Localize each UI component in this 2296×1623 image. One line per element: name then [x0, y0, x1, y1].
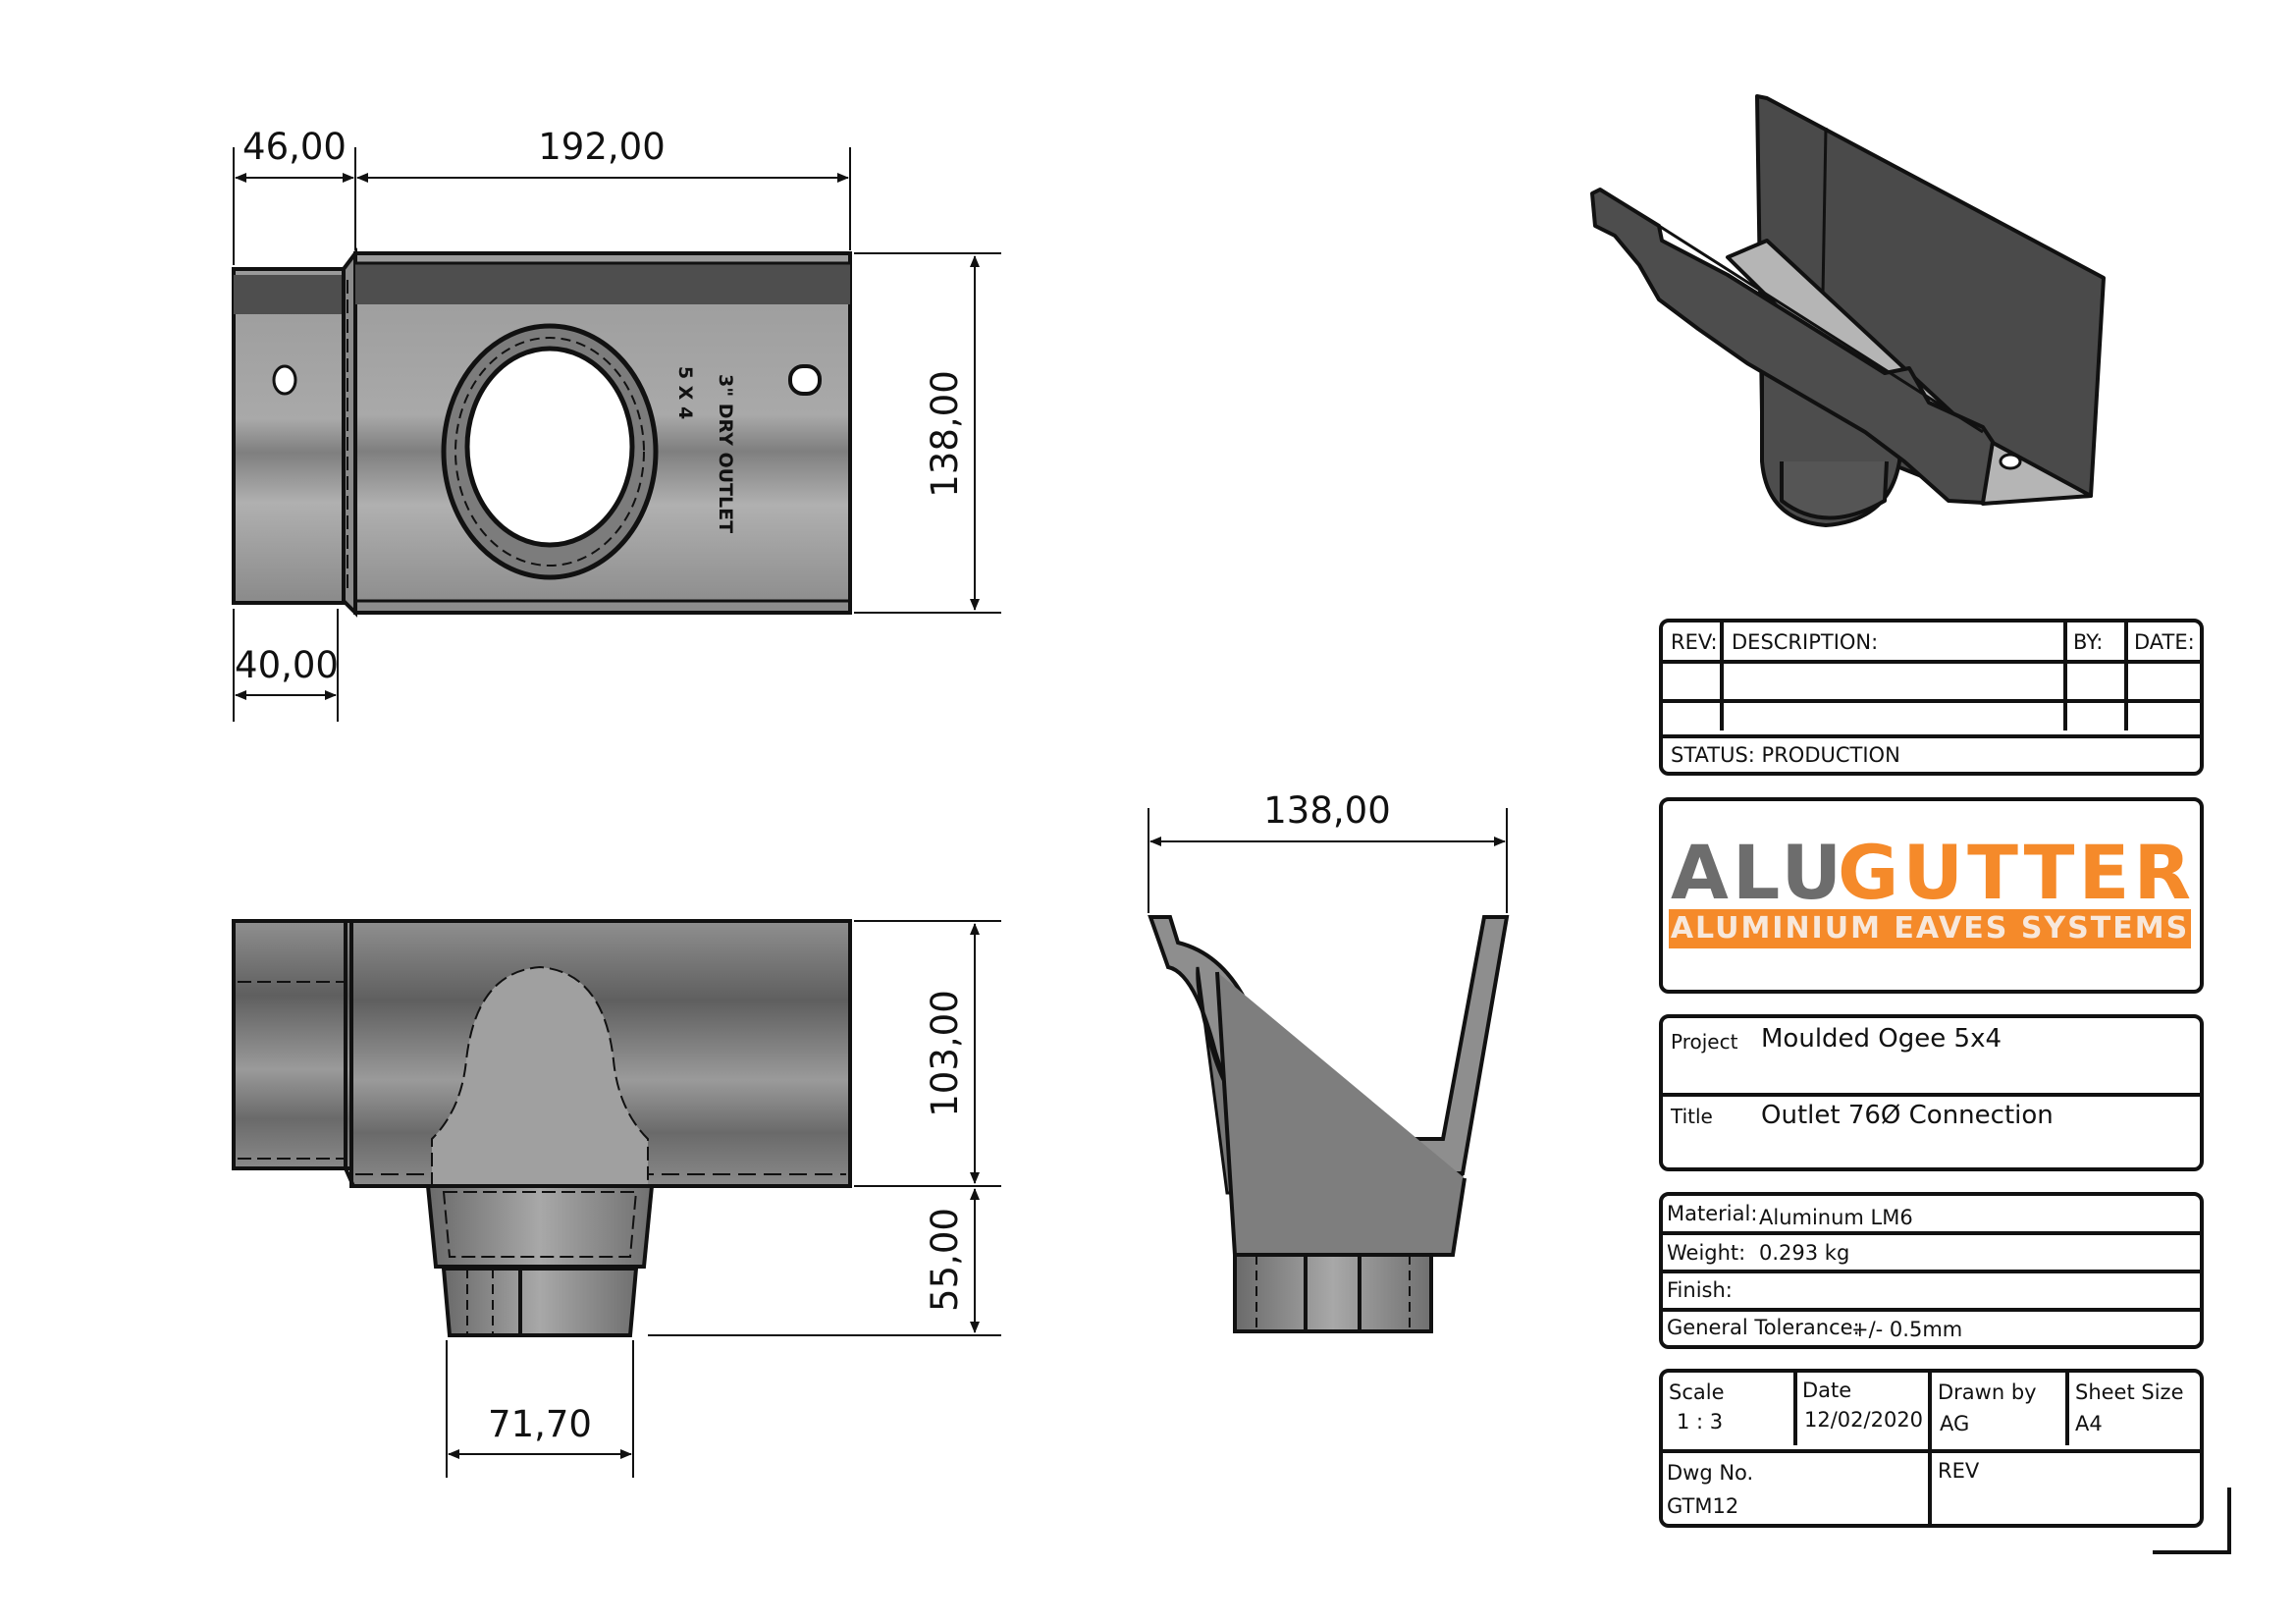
dim-71-70: 71,70 — [488, 1403, 592, 1445]
weight-label: Weight: — [1667, 1241, 1746, 1265]
embossed-text-size: 5 X 4 — [674, 366, 696, 419]
dim-192: 192,00 — [538, 126, 665, 168]
dwg-no-value: GTM12 — [1667, 1494, 1739, 1518]
date-header: DATE: — [2134, 630, 2195, 654]
outlet-hole — [464, 346, 635, 548]
top-view: 3" DRY OUTLET 5 X 4 46,00 192,00 138,00 … — [232, 126, 1001, 722]
sheet-size-label: Sheet Size — [2075, 1380, 2184, 1404]
status-text: STATUS: PRODUCTION — [1671, 743, 1900, 767]
sheet-size-value: A4 — [2075, 1412, 2103, 1435]
title-value: Outlet 76Ø Connection — [1761, 1101, 2054, 1130]
logo-gutter: GUTTER — [1838, 829, 2195, 916]
sheet-corner-mark — [2153, 1488, 2231, 1554]
project-block: Project Moulded Ogee 5x4 Title Outlet 76… — [1659, 1014, 2204, 1171]
material-block: Material: Aluminum LM6 Weight: 0.293 kg … — [1659, 1192, 2204, 1349]
drawn-by-value: AG — [1940, 1412, 1970, 1435]
date-value: 12/02/2020 — [1804, 1408, 1924, 1432]
tolerance-value: +/- 0.5mm — [1851, 1318, 1963, 1341]
isometric-view — [1590, 94, 2106, 527]
date-label: Date — [1802, 1379, 1852, 1402]
drawn-by-label: Drawn by — [1938, 1380, 2037, 1404]
scale-label: Scale — [1669, 1380, 1725, 1404]
title-label: Title — [1671, 1105, 1713, 1128]
finish-label: Finish: — [1667, 1278, 1733, 1302]
material-label: Material: — [1667, 1202, 1758, 1225]
rev-header: REV: — [1671, 630, 1718, 654]
logo-tagline: ALUMINIUM EAVES SYSTEMS — [1669, 909, 2191, 948]
material-value: Aluminum LM6 — [1759, 1206, 1913, 1229]
side-view: 138,00 — [1148, 789, 1510, 1333]
dim-138-side: 138,00 — [1263, 789, 1390, 832]
description-header: DESCRIPTION: — [1732, 630, 1879, 654]
dim-103: 103,00 — [924, 990, 966, 1116]
dwg-no-label: Dwg No. — [1667, 1461, 1754, 1485]
weight-value: 0.293 kg — [1759, 1241, 1850, 1265]
embossed-text-outlet: 3" DRY OUTLET — [715, 374, 736, 533]
front-view: 103,00 55,00 71,70 — [232, 919, 1001, 1478]
tolerance-label: General Tolerance: — [1667, 1316, 1860, 1339]
fixing-slot — [788, 364, 822, 396]
dim-138-top: 138,00 — [924, 370, 966, 497]
info-block: Scale 1 : 3 Date 12/02/2020 Drawn by AG … — [1659, 1369, 2204, 1528]
by-header: BY: — [2073, 630, 2104, 654]
dim-46: 46,00 — [242, 126, 347, 168]
dim-40: 40,00 — [235, 644, 339, 686]
rev-label: REV — [1938, 1459, 1980, 1483]
project-value: Moulded Ogee 5x4 — [1761, 1024, 2002, 1054]
project-label: Project — [1671, 1030, 1738, 1054]
revision-table: REV: DESCRIPTION: BY: DATE: STATUS: PROD… — [1659, 619, 2204, 776]
dim-55: 55,00 — [924, 1208, 966, 1312]
scale-value: 1 : 3 — [1677, 1410, 1724, 1434]
logo-block: ALU GUTTER ALUMINIUM EAVES SYSTEMS — [1659, 797, 2204, 994]
logo-alu: ALU — [1671, 829, 1846, 916]
